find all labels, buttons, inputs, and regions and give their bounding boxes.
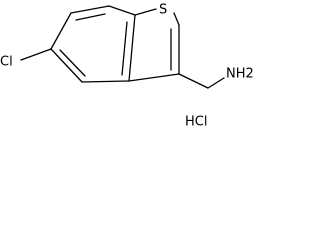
bond-inner-c7-c6 <box>75 13 106 21</box>
bond-c6-c5 <box>50 12 72 50</box>
amine-group-label: NH2 <box>226 67 254 82</box>
bond-c4-c3a <box>81 80 130 83</box>
bond-inner-c5-c4 <box>59 49 86 77</box>
bond-c7-c6 <box>70 5 110 14</box>
bond-s-c2 <box>173 12 180 26</box>
hydrochloride-label: HCl <box>185 115 207 130</box>
bond-c7a-s <box>134 8 157 16</box>
bond-c3a-c7a <box>128 14 136 82</box>
chlorine-atom-label: Cl <box>0 55 13 70</box>
bond-c7a-c7 <box>108 5 136 16</box>
bond-c3-c3a <box>128 73 180 82</box>
bond-c3-ch2 <box>178 73 209 89</box>
chemical-structure: S Cl NH2 HCl <box>0 3 254 130</box>
sulfur-atom-label: S <box>159 3 167 18</box>
bond-ch2-n <box>207 77 225 89</box>
bond-inner-c3a-c7a <box>121 21 128 76</box>
bond-c5-c4 <box>50 48 83 83</box>
bond-c5-cl <box>20 48 52 61</box>
